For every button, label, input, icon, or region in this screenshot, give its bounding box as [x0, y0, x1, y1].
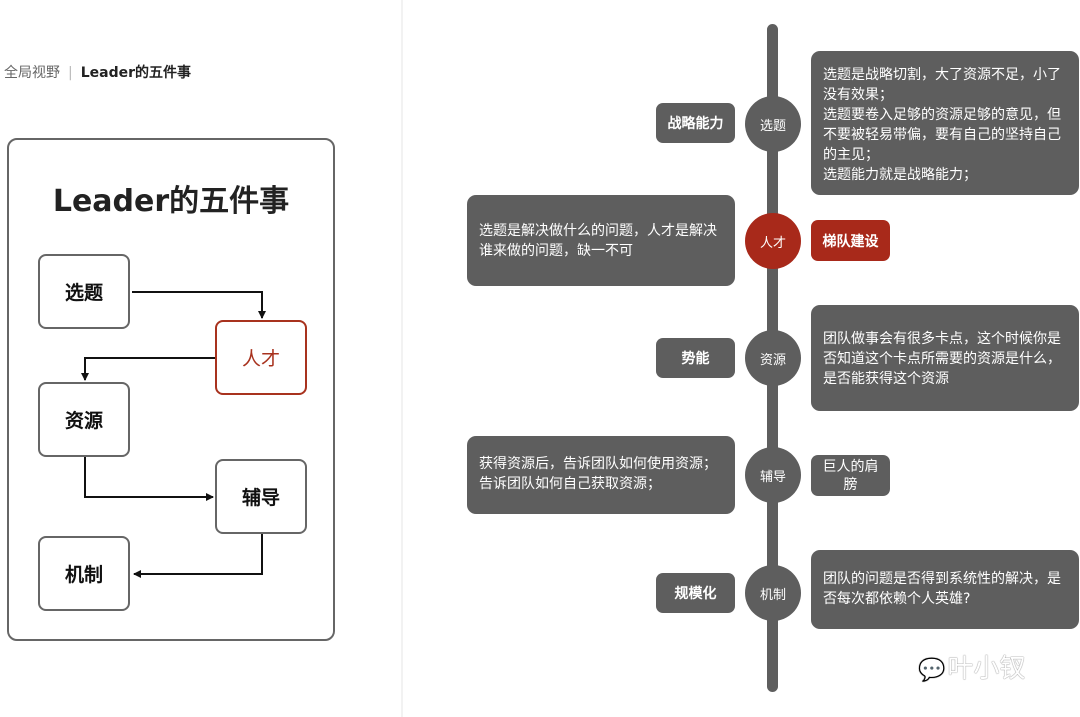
timeline-node-xuanti: 选题	[745, 96, 801, 152]
panel-divider	[401, 0, 403, 717]
tag-giants-shoulders: 巨人的肩 膀	[811, 455, 890, 496]
timeline-node-jizhi: 机制	[745, 565, 801, 621]
flow-node-jizhi: 机制	[38, 536, 130, 611]
flowchart-title: Leader的五件事	[52, 184, 290, 219]
note-fudao: 获得资源后，告诉团队如何使用资源； 告诉团队如何自己获取资源；	[467, 436, 735, 514]
breadcrumb: 全局视野 | Leader的五件事	[4, 62, 191, 82]
breadcrumb-separator: |	[68, 65, 73, 81]
flow-node-xuanti: 选题	[38, 254, 130, 329]
tag-strategy: 战略能力	[656, 103, 735, 143]
note-ziyuan: 团队做事会有很多卡点，这个时候你是 否知道这个卡点所需要的资源是什么， 是否能获…	[811, 305, 1079, 411]
tag-talent-pipeline: 梯队建设	[811, 220, 890, 261]
tag-scale: 规模化	[656, 573, 735, 613]
timeline-node-rencai: 人才	[745, 213, 801, 269]
note-xuanti: 选题是战略切割，大了资源不足，小了 没有效果； 选题要卷入足够的资源足够的意见，…	[811, 51, 1079, 195]
timeline-node-fudao: 辅导	[745, 447, 801, 503]
wechat-icon: 💬	[918, 658, 946, 683]
timeline-node-ziyuan: 资源	[745, 330, 801, 386]
note-jizhi: 团队的问题是否得到系统性的解决，是 否每次都依赖个人英雄?	[811, 550, 1079, 629]
watermark: 💬叶小钗	[918, 648, 1025, 685]
note-rencai: 选题是解决做什么的问题，人才是解决 谁来做的问题，缺一不可	[467, 195, 735, 286]
flowchart-frame	[7, 138, 335, 641]
breadcrumb-parent[interactable]: 全局视野	[4, 65, 60, 81]
tag-momentum: 势能	[656, 338, 735, 378]
breadcrumb-current: Leader的五件事	[80, 65, 192, 81]
flow-node-fudao: 辅导	[215, 459, 307, 534]
watermark-text: 叶小钗	[947, 654, 1026, 684]
flow-node-ziyuan: 资源	[38, 382, 130, 457]
flow-node-rencai: 人才	[215, 320, 307, 395]
